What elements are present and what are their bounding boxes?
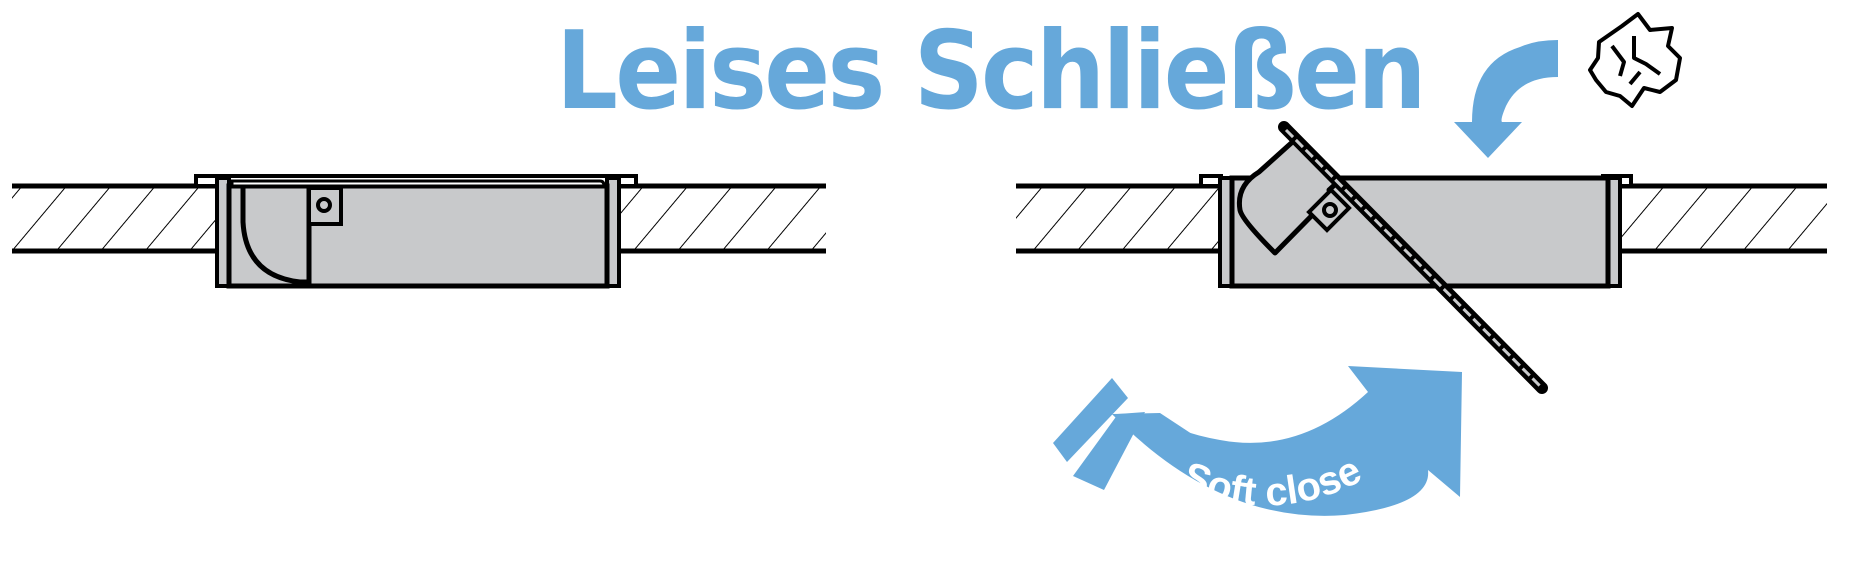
soft-close-arrow: Soft close xyxy=(1053,366,1462,516)
wall-right-segment xyxy=(618,183,826,254)
drawer-box-closed xyxy=(226,179,610,289)
curved-arrow-down-icon xyxy=(1454,40,1558,158)
lid-plate xyxy=(1278,121,1548,394)
hinge-icon xyxy=(307,186,343,226)
hinge-icon xyxy=(1306,187,1352,233)
crumpled-paper-icon xyxy=(1588,12,1682,108)
wall-right-segment xyxy=(1615,183,1827,254)
opening-diagram xyxy=(1016,121,1827,394)
closed-diagram xyxy=(12,174,826,289)
drawer-box-open xyxy=(1229,121,1611,394)
wall-left-segment xyxy=(12,183,220,254)
page-title: Leises Schließen xyxy=(556,9,1427,134)
wall-left-segment xyxy=(1016,183,1222,254)
